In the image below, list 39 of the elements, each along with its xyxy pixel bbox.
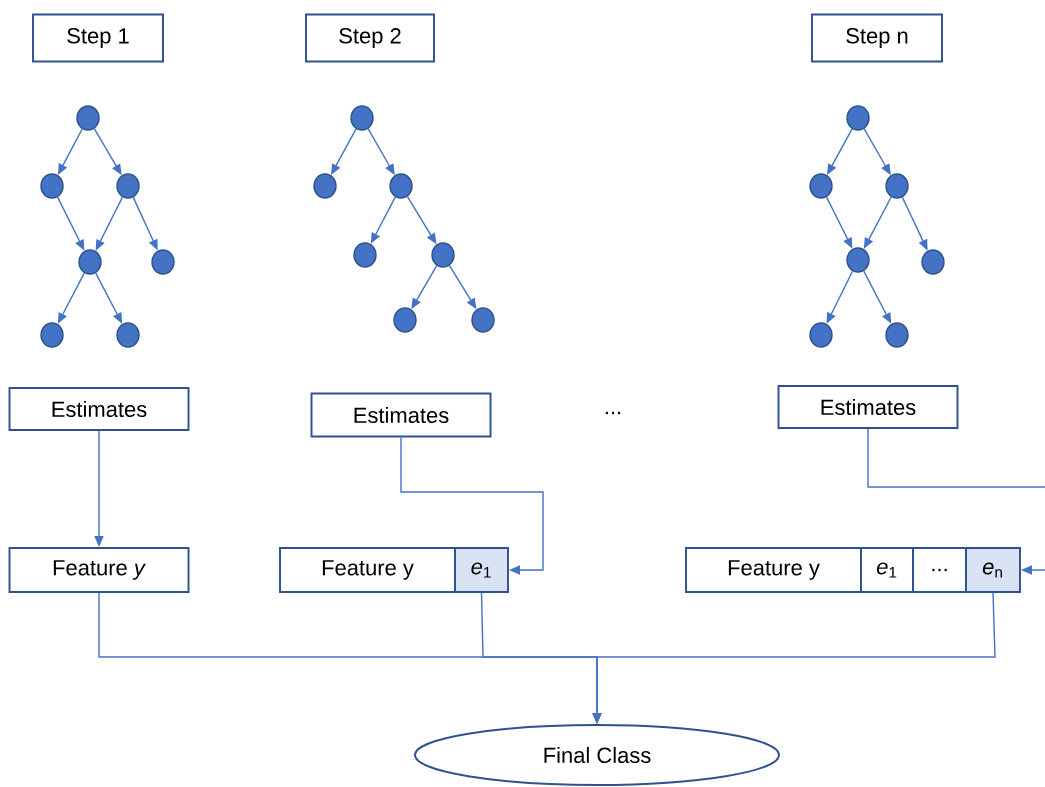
tree-node-circle bbox=[116, 173, 140, 199]
estimate-cell: e$_{n}$ bbox=[965, 547, 1021, 593]
tree-node-circle bbox=[846, 247, 870, 273]
arrow bbox=[827, 128, 853, 175]
tree-node-circle bbox=[393, 307, 417, 333]
tree-node-circle bbox=[846, 105, 870, 131]
tree-node-circle bbox=[76, 105, 100, 131]
step-box: Step n bbox=[811, 13, 943, 63]
tree-node-circle bbox=[921, 249, 945, 275]
tree-node-circle bbox=[116, 322, 140, 348]
estimates-box: Estimates bbox=[777, 385, 959, 429]
tree-node-circle bbox=[40, 173, 64, 199]
step-box: Step 2 bbox=[305, 13, 435, 63]
tree-node-circle bbox=[431, 242, 455, 268]
tree-node-circle bbox=[353, 242, 377, 268]
tree-node-circle bbox=[313, 173, 337, 199]
tree-node-circle bbox=[78, 249, 102, 275]
feature-box: Feature y bbox=[279, 547, 456, 593]
step-box: Step 1 bbox=[32, 13, 164, 63]
ellipsis-text: ... bbox=[605, 411, 621, 415]
tree-node-circle bbox=[809, 173, 833, 199]
tree-node-circle bbox=[40, 322, 64, 348]
tree-node-circle bbox=[350, 105, 374, 131]
feature-box: Feature y bbox=[685, 547, 862, 593]
tree-node-circle bbox=[885, 173, 909, 199]
tree-node-circle bbox=[885, 322, 909, 348]
table-cell: e$_{1}$ bbox=[860, 547, 914, 593]
tree-node-circle bbox=[389, 173, 413, 199]
estimates-box: Estimates bbox=[310, 392, 492, 438]
arrow bbox=[400, 436, 544, 575]
tree-node-circle bbox=[151, 249, 175, 275]
feature-box: Feature y bbox=[8, 547, 190, 593]
tree-node-circle bbox=[471, 307, 495, 333]
connector-line bbox=[867, 428, 1045, 488]
estimate-cell: e$_{1}$ bbox=[454, 547, 509, 593]
arrow bbox=[331, 128, 357, 175]
arrow bbox=[863, 196, 892, 249]
estimates-box: Estimates bbox=[8, 387, 190, 431]
tree-node-circle bbox=[809, 322, 833, 348]
